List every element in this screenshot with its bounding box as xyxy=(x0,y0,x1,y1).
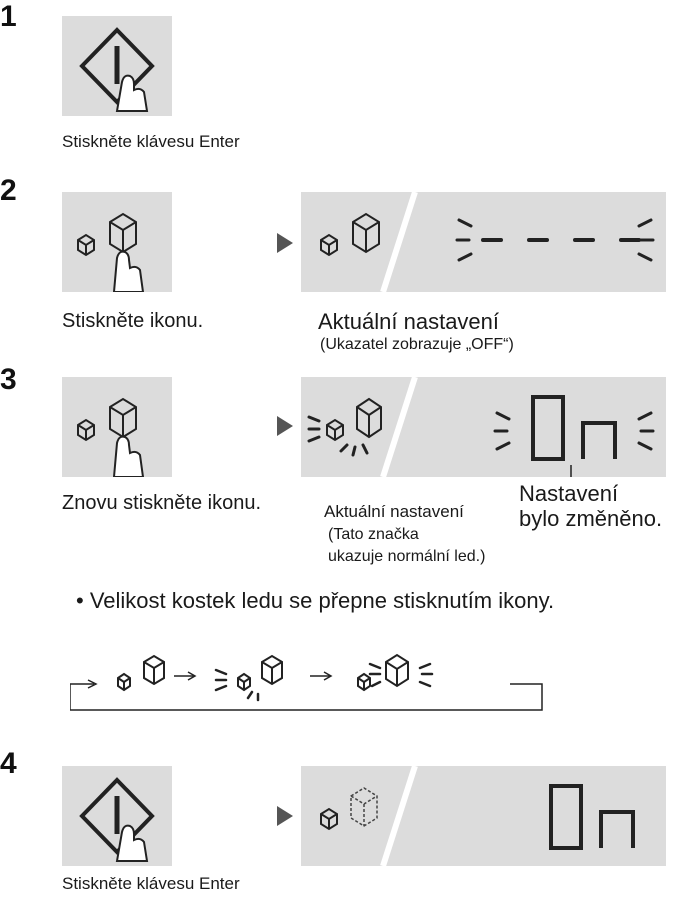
step-3-changed-line1: Nastavení xyxy=(519,481,619,506)
ice-cube-icon xyxy=(357,653,409,692)
display-dashes xyxy=(320,192,655,292)
step-2-result: Aktuální nastavení xyxy=(318,309,500,334)
finger-press-icon xyxy=(115,74,149,112)
finger-press-icon xyxy=(115,824,149,862)
display-panel-step3 xyxy=(301,377,666,477)
step-2-number: 2 xyxy=(0,174,17,207)
step-4-caption: Stiskněte klávesu Enter xyxy=(62,874,240,893)
finger-press-icon xyxy=(112,250,145,292)
ice-cube-icon xyxy=(117,654,165,692)
display-on xyxy=(307,377,655,477)
enter-key-icon xyxy=(79,27,155,112)
step-3-note-line1: (Tato značka xyxy=(328,526,419,543)
step-3-result: Aktuální nastavení xyxy=(324,502,464,521)
display-on-final xyxy=(320,766,635,866)
arrow-step4 xyxy=(277,806,293,826)
enter-key-panel-step4 xyxy=(62,766,172,866)
ice-size-note: • Velikost kostek ledu se přepne stisknu… xyxy=(76,588,555,613)
finger-press-icon xyxy=(112,435,145,477)
ice-cube-icon xyxy=(77,397,145,477)
step-3-number: 3 xyxy=(0,363,17,396)
ice-icon-panel-step2 xyxy=(62,192,172,292)
ice-icon-panel-step3 xyxy=(62,377,172,477)
step-3-note-line2: ukazuje normální led.) xyxy=(328,548,486,565)
display-panel-step2 xyxy=(301,192,666,292)
ice-cube-icon xyxy=(237,654,283,692)
enter-key-panel xyxy=(62,16,172,116)
enter-key-icon xyxy=(79,777,155,862)
step-1-caption: Stiskněte klávesu Enter xyxy=(62,132,240,151)
step-4-number: 4 xyxy=(0,747,17,780)
step-2-caption: Stiskněte ikonu. xyxy=(62,310,204,332)
step-2-result-note: (Ukazatel zobrazuje „OFF“) xyxy=(320,336,514,353)
ice-cube-icon xyxy=(77,212,145,292)
display-panel-step4 xyxy=(301,766,666,866)
step-1-number: 1 xyxy=(0,0,17,33)
arrow-step3 xyxy=(277,416,293,436)
arrow-step2 xyxy=(277,233,293,253)
step-3-changed-line2: bylo změněno. xyxy=(519,506,663,531)
step-3-caption: Znovu stiskněte ikonu. xyxy=(62,492,261,514)
ice-size-cycle-diagram xyxy=(69,640,550,712)
